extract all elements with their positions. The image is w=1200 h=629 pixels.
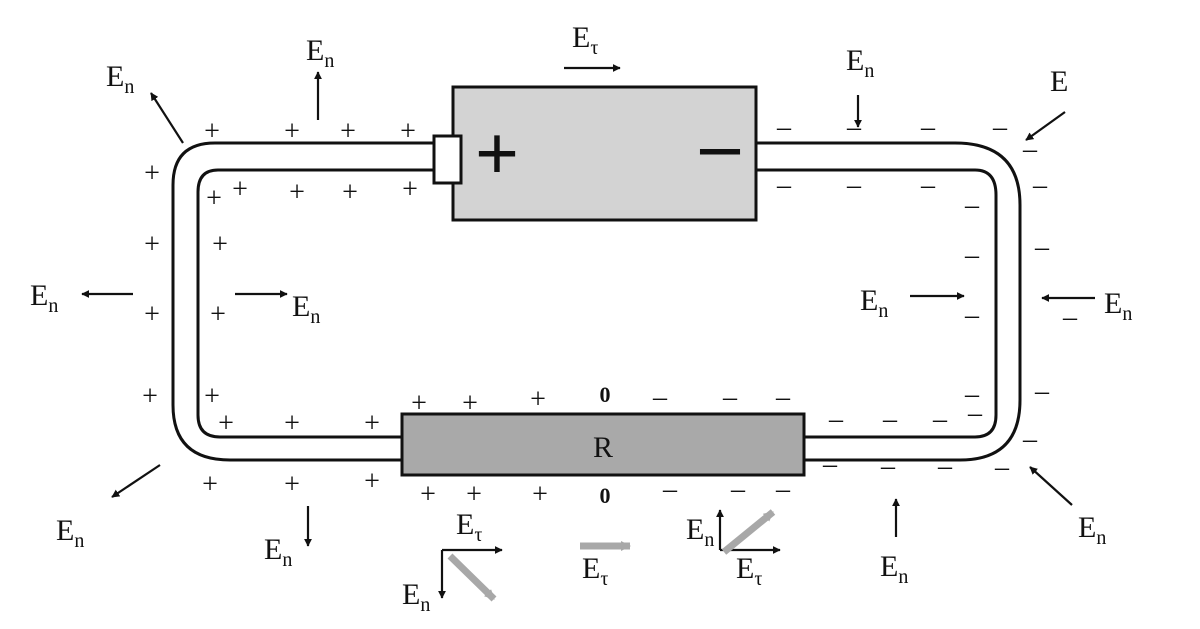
minus-charge: –	[920, 112, 936, 143]
wire-inner-edge	[196, 168, 998, 439]
plus-charge: +	[284, 408, 300, 439]
minus-charge: –	[1034, 376, 1050, 407]
minus-charge: –	[846, 112, 862, 143]
plus-charge: +	[144, 299, 160, 330]
minus-charge: –	[967, 398, 983, 429]
resistor-label: R	[593, 431, 613, 464]
plus-charge: +	[342, 177, 358, 208]
plus-charge: +	[218, 408, 234, 439]
minus-charge: –	[932, 404, 948, 435]
surface-charges: ++++++++++++++++++++++++++++––––––––––––…	[142, 112, 1078, 510]
plus-charge: +	[411, 388, 427, 419]
field-arrow	[150, 92, 184, 144]
plus-charge: +	[402, 174, 418, 205]
plus-charge: +	[202, 469, 218, 500]
plus-charge: +	[340, 116, 356, 147]
minus-charge: –	[937, 451, 953, 482]
field-label: En	[1078, 511, 1106, 549]
field-label: Eτ	[736, 552, 762, 590]
zero-mark-top: 0	[600, 382, 611, 407]
battery-terminal	[432, 134, 463, 185]
field-label: En	[264, 533, 292, 571]
minus-charge: –	[964, 379, 980, 410]
plus-charge: +	[204, 381, 220, 412]
field-label: En	[880, 550, 908, 588]
plus-charge: +	[204, 116, 220, 147]
minus-charge: –	[1034, 232, 1050, 263]
minus-charge: –	[1062, 302, 1078, 333]
battery-minus-symbol: –	[700, 100, 741, 187]
field-label: E	[1050, 65, 1068, 98]
plus-charge: +	[144, 158, 160, 189]
battery: + –	[432, 85, 758, 222]
field-arrow	[1029, 466, 1073, 506]
minus-charge: –	[992, 112, 1008, 143]
grey-field-arrow	[721, 509, 776, 555]
field-label: En	[30, 279, 58, 317]
minus-charge: –	[662, 474, 678, 505]
minus-charge: –	[846, 170, 862, 201]
plus-charge: +	[462, 388, 478, 419]
battery-body	[451, 85, 758, 222]
resistor-body	[400, 412, 806, 477]
plus-charge: +	[144, 229, 160, 260]
zero-mark-bottom: 0	[600, 483, 611, 508]
field-label: En	[686, 513, 714, 551]
minus-charge: –	[1032, 170, 1048, 201]
plus-charge: +	[364, 466, 380, 497]
plus-charge: +	[466, 479, 482, 510]
field-label: Eτ	[572, 21, 598, 59]
wire-loop	[171, 141, 1022, 462]
plus-charge: +	[364, 408, 380, 439]
minus-charge: –	[1022, 424, 1038, 455]
battery-plus-symbol: +	[475, 110, 519, 197]
plus-charge: +	[532, 479, 548, 510]
field-label: Eτ	[456, 508, 482, 546]
minus-charge: –	[722, 382, 738, 413]
field-label: En	[846, 44, 874, 82]
minus-charge: –	[775, 382, 791, 413]
plus-charge: +	[289, 177, 305, 208]
plus-charge: +	[232, 174, 248, 205]
minus-charge: –	[882, 404, 898, 435]
plus-charge: +	[530, 384, 546, 415]
plus-charge: +	[420, 479, 436, 510]
minus-charge: –	[775, 474, 791, 505]
plus-charge: +	[210, 299, 226, 330]
field-label: En	[306, 34, 334, 72]
minus-charge: –	[822, 449, 838, 480]
minus-charge: –	[964, 300, 980, 331]
minus-charge: –	[828, 404, 844, 435]
grey-field-arrow	[447, 553, 497, 602]
minus-charge: –	[652, 382, 668, 413]
plus-charge: +	[400, 116, 416, 147]
plus-charge: +	[284, 469, 300, 500]
minus-charge: –	[880, 451, 896, 482]
plus-charge: +	[284, 116, 300, 147]
minus-charge: –	[964, 190, 980, 221]
field-arrow	[111, 464, 161, 498]
minus-charge: –	[994, 452, 1010, 483]
minus-charge: –	[730, 474, 746, 505]
field-label: En	[106, 60, 134, 98]
minus-charge: –	[920, 170, 936, 201]
field-arrow	[1025, 111, 1066, 141]
field-label: En	[402, 578, 430, 616]
plus-charge: +	[212, 229, 228, 260]
minus-charge: –	[1022, 134, 1038, 165]
plus-charge: +	[206, 183, 222, 214]
minus-charge: –	[964, 240, 980, 271]
field-arrows	[81, 64, 1095, 602]
field-label: Eτ	[582, 552, 608, 590]
field-label: En	[56, 514, 84, 552]
field-label: En	[1104, 287, 1132, 325]
plus-charge: +	[142, 381, 158, 412]
minus-charge: –	[776, 170, 792, 201]
minus-charge: –	[776, 112, 792, 143]
resistor: R	[400, 412, 806, 477]
